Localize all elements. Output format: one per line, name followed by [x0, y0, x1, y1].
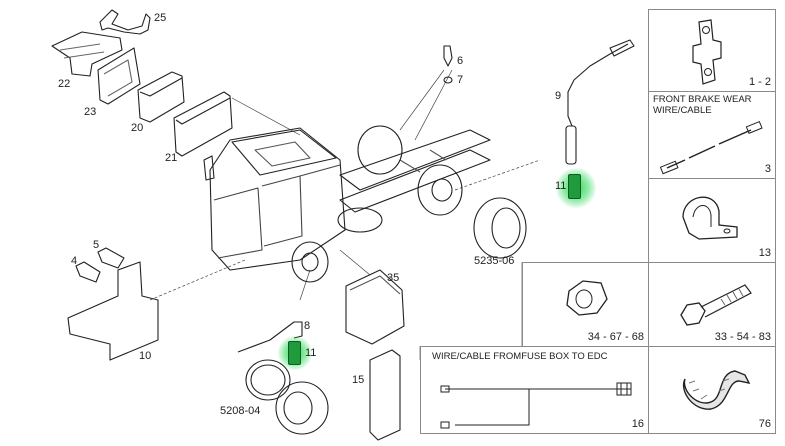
cable-tie-strap-icon — [682, 370, 751, 410]
callout-8[interactable]: 8 — [304, 320, 311, 332]
callout-5[interactable]: 5 — [93, 239, 100, 251]
callout-5235-06[interactable]: 5235-06 — [474, 255, 515, 267]
wear-wire-cable-icon — [659, 120, 763, 175]
callout-20[interactable]: 20 — [131, 122, 144, 134]
panel-part-76[interactable]: 76 — [648, 346, 776, 434]
panel-code: 33 - 54 - 83 — [714, 331, 771, 343]
callout-25[interactable]: 25 — [154, 12, 167, 24]
callout-5208-04[interactable]: 5208-04 — [220, 405, 261, 417]
part-35-ecu — [345, 269, 405, 345]
panel-code: 13 — [758, 247, 771, 259]
hex-nut-icon — [566, 280, 608, 316]
callout-15[interactable]: 15 — [352, 374, 365, 386]
panel-code: 76 — [758, 418, 771, 430]
panel-code: 3 — [764, 163, 771, 175]
part-9-wear-sensor-cable — [567, 43, 629, 127]
panel-title: FRONT BRAKE WEAR WIRE/CABLE — [653, 94, 752, 116]
part-5-sensor — [97, 247, 125, 269]
panel-code: 34 - 67 - 68 — [587, 331, 644, 343]
fuse-box-cable-icon — [440, 382, 632, 429]
part-11-highlighted-top[interactable] — [568, 174, 581, 199]
callout-6[interactable]: 6 — [457, 55, 464, 67]
part-4-sensor — [75, 261, 101, 283]
callout-21[interactable]: 21 — [165, 152, 178, 164]
part-15-module — [369, 349, 401, 441]
part-23-frame — [97, 47, 141, 105]
truck-cab — [209, 127, 346, 271]
callout-4[interactable]: 4 — [71, 255, 78, 267]
panel-part-13[interactable]: 13 — [648, 178, 776, 263]
panel-part-1-2[interactable]: 1 - 2 — [648, 9, 776, 92]
panel-part-34-67-68[interactable]: 34 - 67 - 68 — [522, 262, 649, 347]
truck-chassis — [339, 129, 491, 191]
part-22-plate — [51, 31, 123, 77]
part-21-control-unit — [173, 91, 233, 157]
part-5208-04-tone-ring — [245, 359, 291, 401]
callout-23[interactable]: 23 — [84, 106, 97, 118]
part-7-washer — [443, 76, 453, 84]
panel-title: WIRE/CABLE FROMFUSE BOX TO EDC — [432, 351, 608, 362]
callout-7[interactable]: 7 — [457, 74, 464, 86]
part-20-control-unit — [137, 71, 185, 123]
callout-11-bottom[interactable]: 11 — [305, 347, 317, 359]
part-10-bracket — [67, 261, 159, 361]
part-5235-06-hub — [473, 197, 527, 259]
callout-11-top[interactable]: 11 — [555, 180, 567, 192]
part-11-highlighted-bottom[interactable] — [288, 341, 301, 365]
panel-code: 1 - 2 — [748, 76, 771, 88]
panel-code: 16 — [631, 418, 644, 430]
part-6-sensor — [443, 45, 453, 67]
panel-part-3[interactable]: FRONT BRAKE WEAR WIRE/CABLE 3 — [648, 91, 776, 179]
bolt-icon — [680, 284, 752, 326]
panel-part-16[interactable]: WIRE/CABLE FROMFUSE BOX TO EDC 16 — [420, 346, 649, 434]
clamp-bracket-icon — [692, 19, 722, 85]
part-25-bracket — [99, 9, 151, 35]
pipe-clip-icon — [682, 196, 738, 240]
callout-22[interactable]: 22 — [58, 78, 71, 90]
callout-10[interactable]: 10 — [139, 350, 152, 362]
callout-35[interactable]: 35 — [387, 272, 400, 284]
callout-9[interactable]: 9 — [555, 90, 562, 102]
